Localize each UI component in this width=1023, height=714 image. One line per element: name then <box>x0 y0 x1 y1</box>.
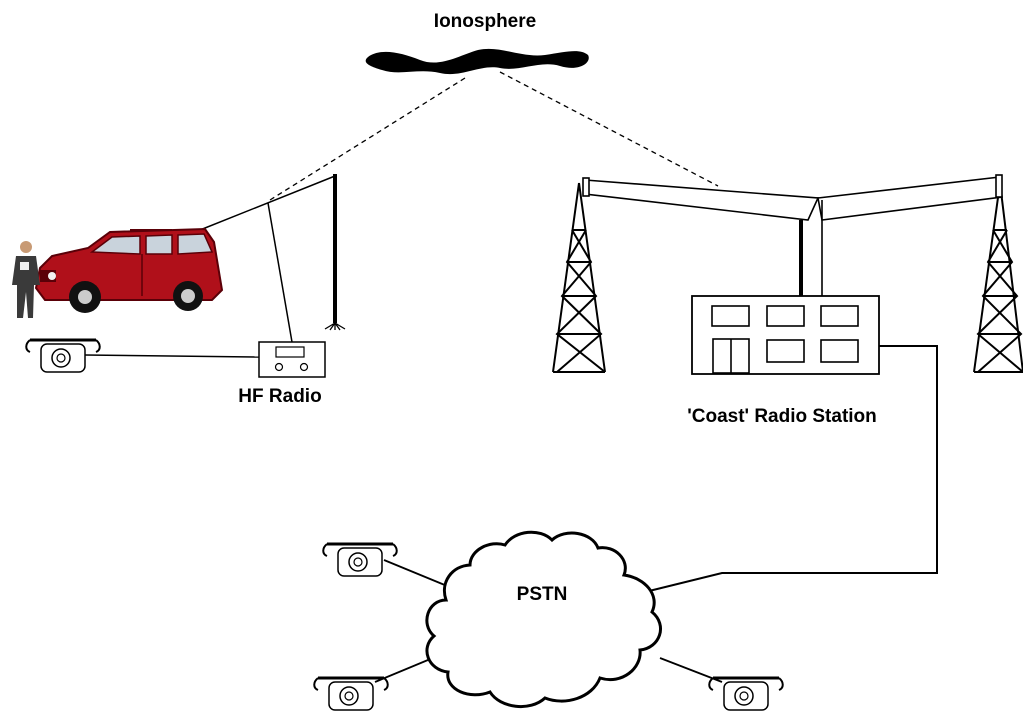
hf-radio-display <box>275 346 305 358</box>
hf-radio-knob-right <box>299 362 309 372</box>
operator-head <box>20 241 32 253</box>
handset-to-radio-cable <box>84 354 260 358</box>
hf-radio: HF Radio <box>238 341 326 407</box>
vehicle-headlight <box>48 272 56 280</box>
pstn-line-top-left <box>383 559 453 589</box>
antenna-base <box>324 322 346 331</box>
building-door <box>712 338 750 374</box>
building-windows <box>711 305 859 363</box>
skywave-path-coast <box>499 71 719 187</box>
vehicle-window-rear <box>177 233 214 255</box>
pstn-cloud-outline <box>425 530 662 709</box>
operator-paper <box>20 262 29 270</box>
coast-tower-left <box>552 182 606 373</box>
coast-tower-right <box>973 182 1023 373</box>
vehicle <box>34 227 224 313</box>
pstn-cloud: PSTN <box>425 530 662 709</box>
ionosphere-label: Ionosphere <box>434 11 536 32</box>
coast-array-left <box>584 179 820 221</box>
coast-array-end-right <box>995 174 1003 198</box>
vehicle-window-front <box>89 235 141 255</box>
skywave-path-mobile <box>269 77 466 201</box>
coast-antenna-array <box>582 174 1003 298</box>
mobile-handset <box>25 338 101 373</box>
pstn-handset-bottom-right <box>708 676 784 711</box>
operator-body <box>12 256 40 318</box>
coast-array-end-left <box>582 177 590 197</box>
hf-radio-knob-left <box>274 362 284 372</box>
coast-to-pstn-line <box>644 345 938 593</box>
operator-person <box>12 241 40 318</box>
antenna-feeder <box>267 202 293 343</box>
pstn-handset-bottom-left <box>313 676 389 711</box>
hf-radio-label: HF Radio <box>238 386 321 407</box>
building-window <box>820 339 859 363</box>
building-window <box>766 339 805 363</box>
ionosphere: Ionosphere <box>365 11 589 75</box>
coast-station-building: 'Coast' Radio Station <box>687 295 880 427</box>
vehicle-wheel-front <box>69 281 101 313</box>
building-window <box>766 305 805 327</box>
coast-station-label: 'Coast' Radio Station <box>687 406 877 427</box>
building-window <box>820 305 859 327</box>
mobile-antenna <box>199 174 346 343</box>
antenna-wire <box>199 175 336 231</box>
skywave-paths <box>269 71 719 201</box>
coast-array-right <box>817 176 1003 221</box>
pstn-label: PSTN <box>517 584 568 605</box>
building-window <box>711 305 750 327</box>
ionosphere-band <box>365 48 589 75</box>
pstn-line-bottom-right <box>659 657 723 683</box>
vehicle-wheel-rear <box>173 281 203 311</box>
pstn-handset-top-left <box>322 542 398 577</box>
vehicle-window-side <box>145 234 173 255</box>
